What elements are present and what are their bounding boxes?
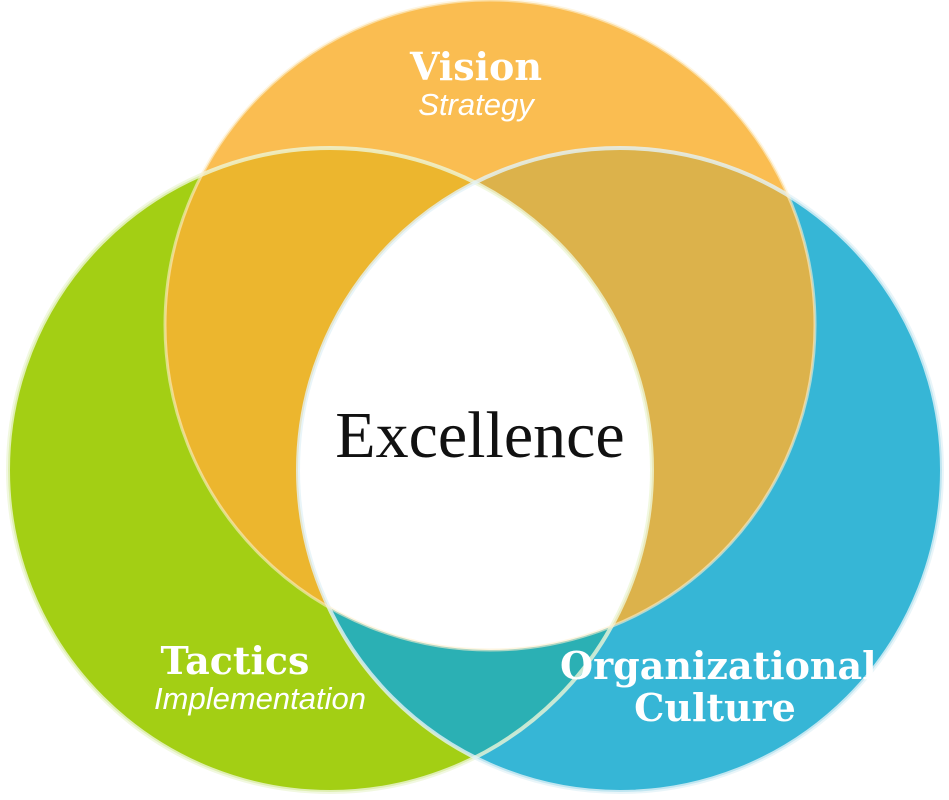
tactics-subtitle: Implementation xyxy=(154,681,366,716)
tactics-label: Tactics Implementation xyxy=(110,640,410,716)
culture-line1: Organizational xyxy=(560,643,877,688)
vision-label: Vision Strategy xyxy=(376,46,576,122)
excellence-label: Excellence xyxy=(335,399,625,472)
vision-title: Vision xyxy=(409,44,543,89)
culture-line2: Culture xyxy=(634,685,796,730)
culture-label: Organizational Culture xyxy=(560,643,877,730)
tactics-title: Tactics xyxy=(160,638,310,683)
vision-subtitle: Strategy xyxy=(418,87,534,122)
